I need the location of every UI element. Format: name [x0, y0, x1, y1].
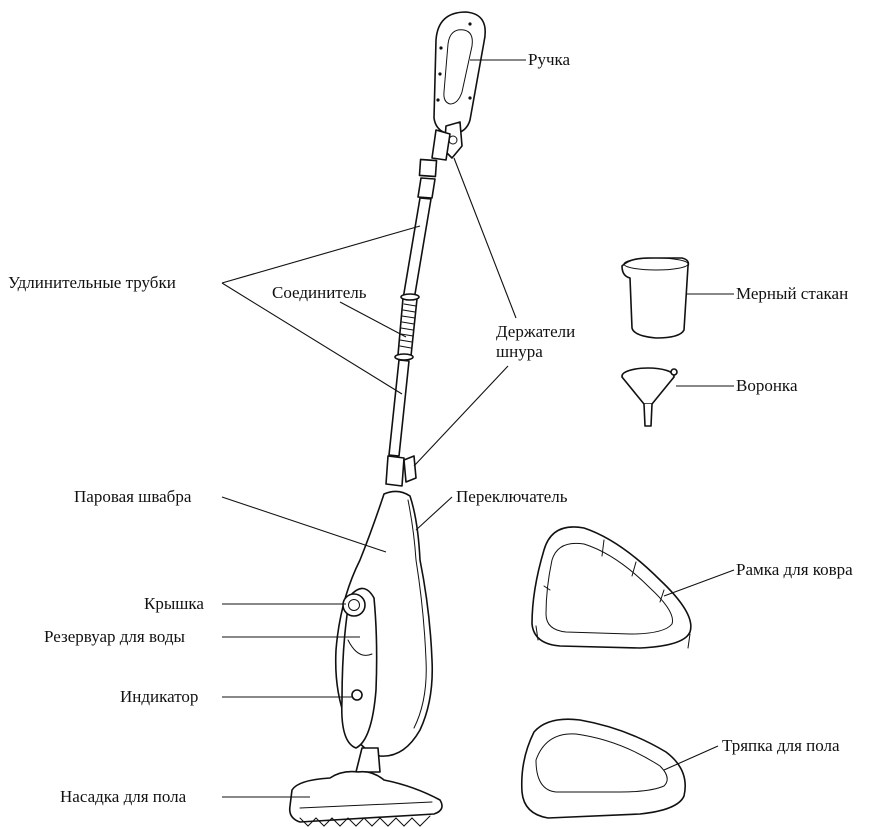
floor-head-drawing — [290, 772, 442, 826]
mop-body-drawing — [336, 491, 433, 772]
floor-cloth-drawing — [522, 719, 685, 818]
label-funnel: Воронка — [736, 376, 797, 396]
label-connector: Соединитель — [272, 283, 367, 303]
leader-lines — [222, 60, 734, 797]
label-cord-holders-line1: Держатели — [496, 322, 575, 342]
label-cap: Крышка — [144, 594, 204, 614]
label-cord-holders-line2: шнура — [496, 342, 543, 362]
connector-drawing — [395, 294, 419, 360]
handle-drawing — [432, 12, 485, 160]
carpet-frame-drawing — [532, 527, 691, 648]
label-water-tank: Резервуар для воды — [44, 627, 185, 647]
lower-tube-drawing — [386, 360, 416, 486]
funnel-drawing — [622, 368, 677, 426]
label-floor-cloth: Тряпка для пола — [722, 736, 840, 756]
label-extension-tubes: Удлинительные трубки — [8, 273, 176, 293]
label-steam-mop: Паровая швабра — [74, 487, 191, 507]
label-floor-head: Насадка для пола — [60, 787, 186, 807]
label-switch: Переключатель — [456, 487, 568, 507]
label-carpet-frame: Рамка для ковра — [736, 560, 853, 580]
label-handle: Ручка — [528, 50, 570, 70]
measuring-cup-drawing — [622, 258, 688, 338]
label-indicator: Индикатор — [120, 687, 198, 707]
label-measuring-cup: Мерный стакан — [736, 284, 848, 304]
